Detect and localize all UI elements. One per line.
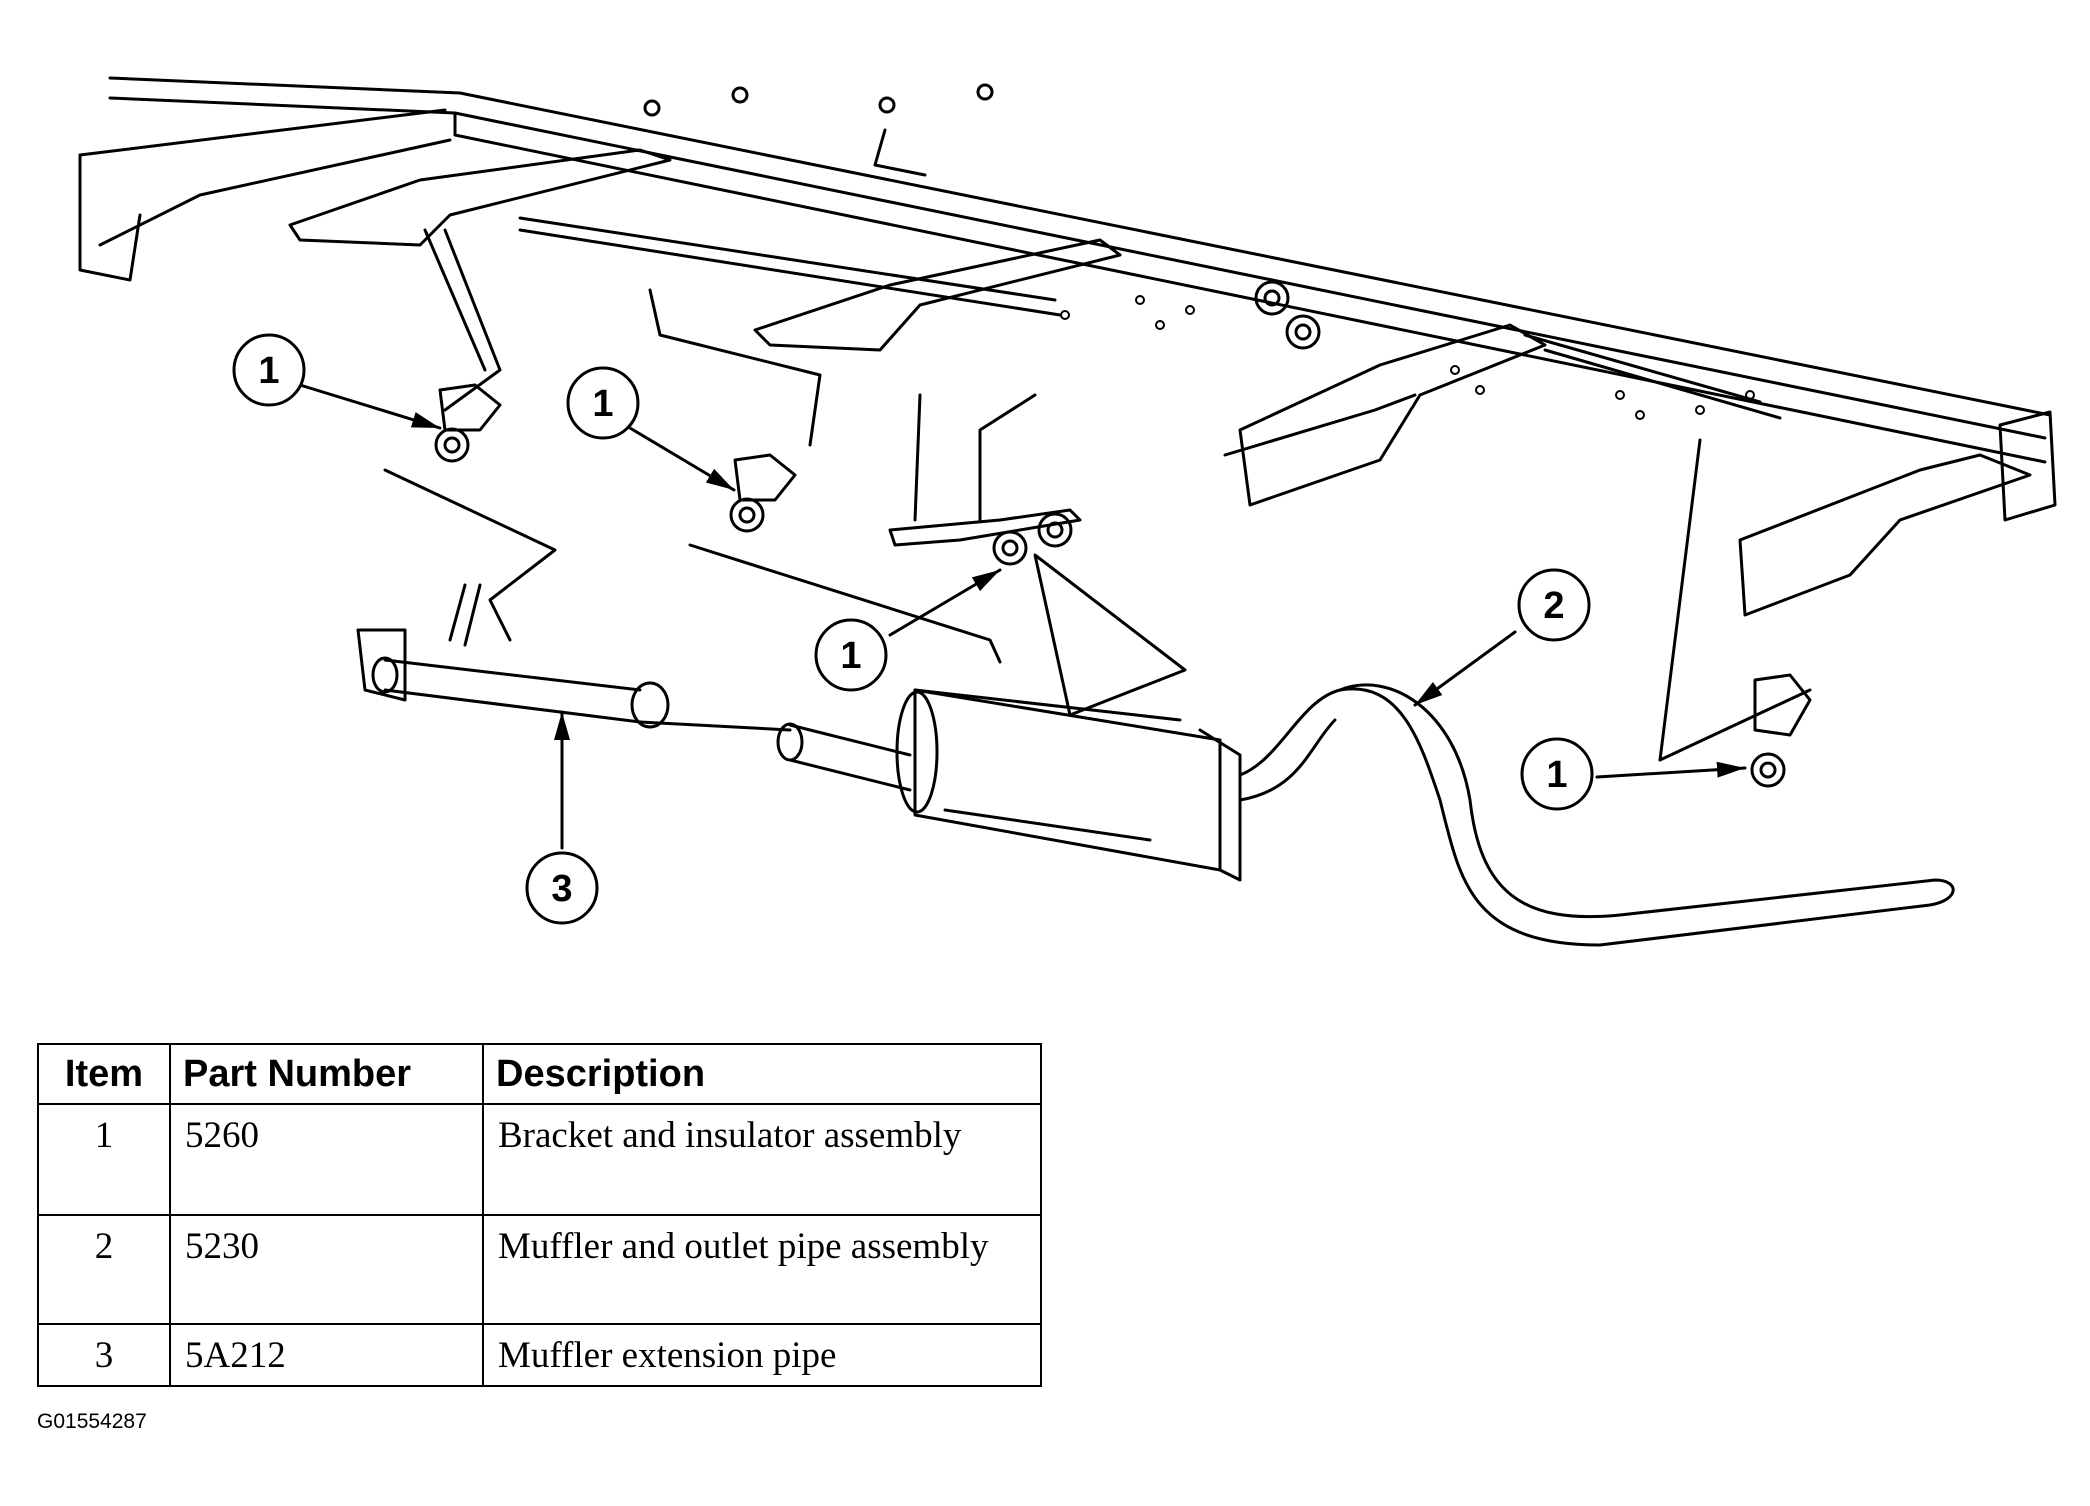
figure-id: G01554287 xyxy=(37,1410,147,1433)
exhaust-system-diagram: 1 1 1 1 2 3 xyxy=(78,76,2057,947)
row-part-number: 5A212 xyxy=(169,1323,484,1387)
callout-label: 3 xyxy=(551,868,572,910)
row-part-number: 5230 xyxy=(169,1214,484,1325)
row-item: 3 xyxy=(37,1323,171,1387)
bracket-insulator-1c xyxy=(888,508,1082,566)
callout-label: 2 xyxy=(1543,585,1564,627)
row-description: Muffler and outlet pipe assembly xyxy=(482,1214,1042,1325)
callout-label: 1 xyxy=(258,350,279,392)
bracket-insulator-1a xyxy=(434,383,502,463)
row-item: 2 xyxy=(37,1214,171,1325)
vehicle-frame xyxy=(78,76,2057,762)
bracket-insulator-1b xyxy=(729,453,797,533)
header-item: Item xyxy=(37,1043,171,1105)
callout-balloon-1d: 1 xyxy=(1520,737,1594,811)
header-description: Description xyxy=(482,1043,1042,1105)
table-row: 1 5260 Bracket and insulator assembly xyxy=(37,1103,1042,1216)
parts-table-header: Item Part Number Description xyxy=(37,1043,1042,1105)
muffler-and-outlet-pipe xyxy=(776,683,1955,947)
callout-balloon-1a: 1 xyxy=(232,333,306,407)
callout-label: 1 xyxy=(1546,754,1567,796)
row-description: Muffler extension pipe xyxy=(482,1323,1042,1387)
table-row: 2 5230 Muffler and outlet pipe assembly xyxy=(37,1214,1042,1325)
parts-table: Item Part Number Description 1 5260 Brac… xyxy=(37,1043,1042,1387)
callout-balloon-1c: 1 xyxy=(814,618,888,692)
table-row: 3 5A212 Muffler extension pipe xyxy=(37,1323,1042,1387)
muffler-extension-pipe xyxy=(356,583,792,732)
header-part-number: Part Number xyxy=(169,1043,484,1105)
callout-balloon-1b: 1 xyxy=(566,366,640,440)
callout-balloon-3: 3 xyxy=(525,851,599,925)
callout-label: 1 xyxy=(840,635,861,677)
row-item: 1 xyxy=(37,1103,171,1216)
bracket-insulator-1d xyxy=(1750,673,1812,788)
callout-label: 1 xyxy=(592,383,613,425)
callout-balloon-2: 2 xyxy=(1517,568,1591,642)
row-description: Bracket and insulator assembly xyxy=(482,1103,1042,1216)
row-part-number: 5260 xyxy=(169,1103,484,1216)
callout-leaders xyxy=(298,383,1747,850)
